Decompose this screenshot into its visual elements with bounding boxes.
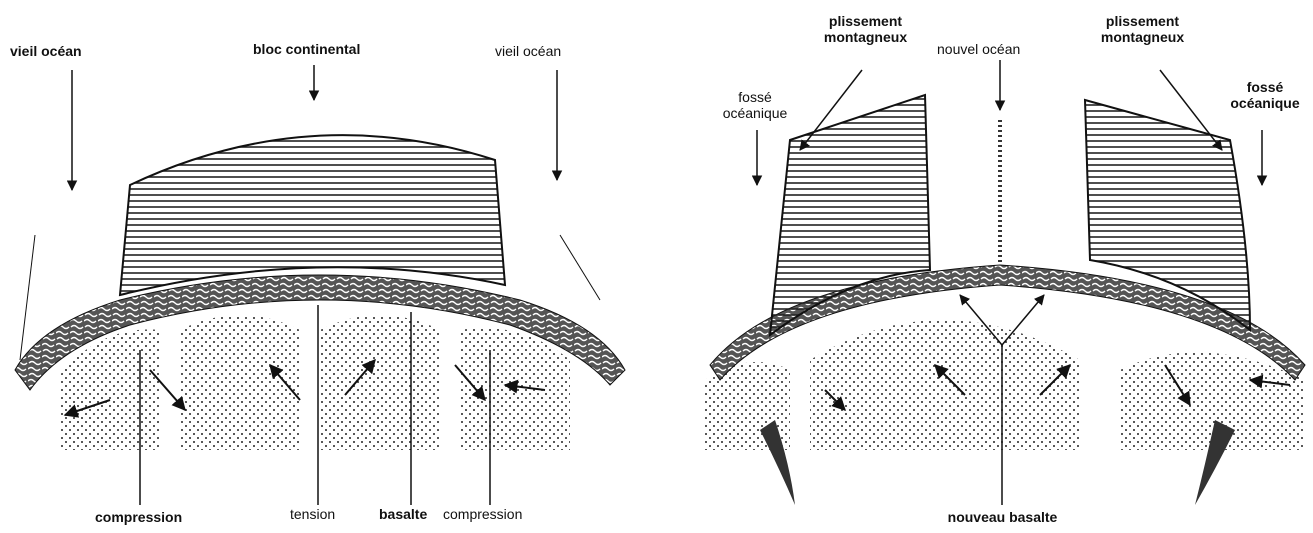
label-compression-left: compression (95, 510, 182, 525)
label-nouveau-basalte: nouveau basalte (930, 510, 1075, 525)
label-nouvel-ocean: nouvel océan (937, 42, 1020, 57)
label-basalte: basalte (379, 507, 427, 522)
label-plissement-right-line1: plissement (1085, 14, 1200, 29)
label-fosse-left-line1: fossé (710, 90, 800, 105)
label-plissement-left-line1: plissement (808, 14, 923, 29)
right-panel (705, 60, 1305, 505)
label-plissement-right-line2: montagneux (1085, 30, 1200, 45)
label-bloc-continental: bloc continental (253, 42, 360, 57)
label-vieil-ocean-left: vieil océan (10, 44, 82, 59)
label-tension: tension (290, 507, 335, 522)
label-vieil-ocean-right: vieil océan (495, 44, 561, 59)
label-plissement-left-line2: montagneux (808, 30, 923, 45)
continental-block (120, 135, 505, 295)
left-old-ocean-outline (20, 235, 35, 360)
label-compression-right: compression (443, 507, 522, 522)
right-old-ocean-outline (560, 235, 600, 300)
label-fosse-right-line2: océanique (1220, 96, 1310, 111)
left-panel (15, 65, 625, 505)
label-fosse-right-line1: fossé (1220, 80, 1310, 95)
label-fosse-left-line2: océanique (710, 106, 800, 121)
left-mantle-cells (60, 315, 570, 450)
